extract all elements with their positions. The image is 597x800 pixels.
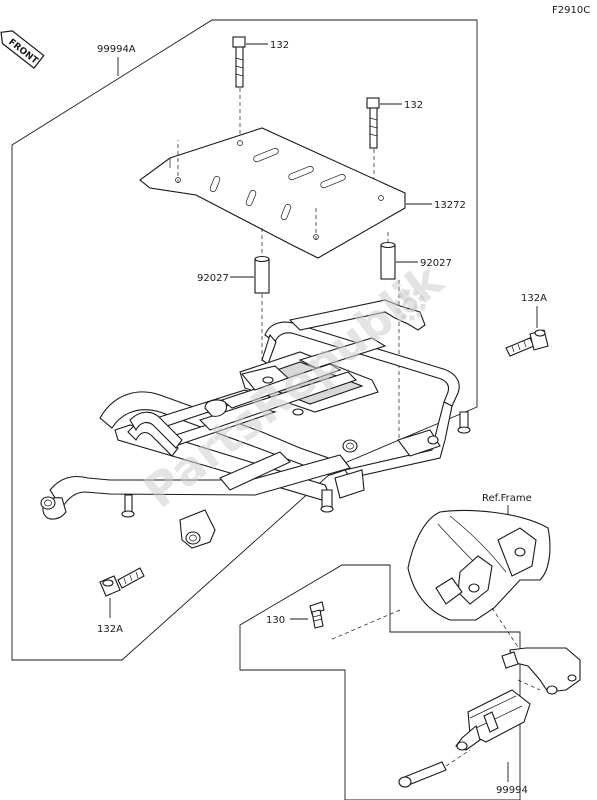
- bolt-132-upper: [232, 36, 246, 140]
- footrest-bracket-assembly: [398, 647, 581, 788]
- label-132a-left: 132A: [97, 624, 123, 635]
- watermark-gear-icon: [394, 289, 426, 321]
- label-ref-frame: Ref.Frame: [482, 493, 532, 504]
- label-132a-right: 132A: [521, 293, 547, 304]
- bolt-132a-left: [99, 567, 145, 597]
- bolt-132-right: [366, 97, 380, 195]
- bolt-132a-right: [505, 329, 549, 357]
- label-92027-left: 92027: [197, 273, 229, 284]
- label-92027-right: 92027: [420, 258, 452, 269]
- front-arrow-icon: FRONT: [0, 30, 45, 70]
- label-132-a: 132: [270, 40, 289, 51]
- figure-code: F2910C: [552, 5, 590, 16]
- label-130: 130: [266, 615, 285, 626]
- frame-reference: [407, 510, 551, 651]
- label-99994: 99994: [496, 785, 528, 796]
- assembly-boundary-upper: [11, 19, 478, 661]
- label-132-b: 132: [404, 100, 423, 111]
- label-99994a: 99994A: [97, 44, 136, 55]
- collar-92027-left: [254, 228, 270, 370]
- carrier-rack-frame: [40, 299, 471, 549]
- mounting-plate-13272: [139, 127, 406, 259]
- label-13272: 13272: [434, 200, 466, 211]
- screw-130: [309, 601, 325, 629]
